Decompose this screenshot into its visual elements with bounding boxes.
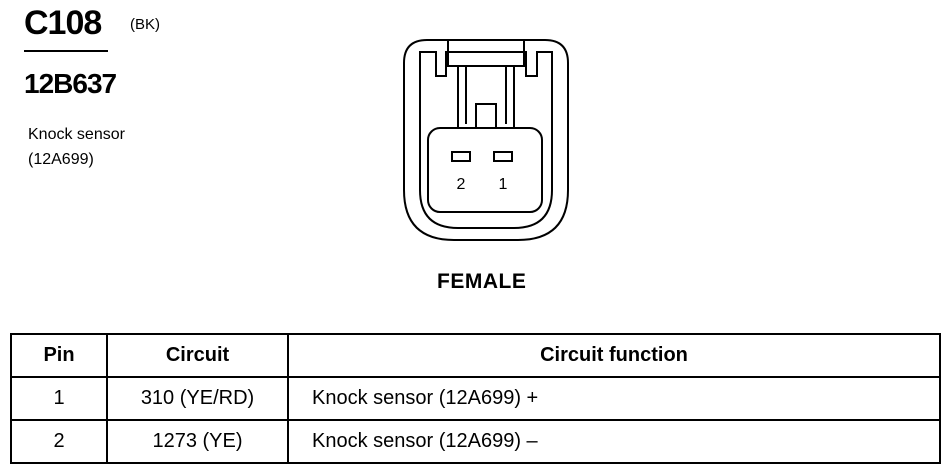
description-line-2: (12A699) bbox=[28, 151, 94, 168]
circuit-cell: 310 (YE/RD) bbox=[106, 376, 289, 421]
connector-outer-shell bbox=[403, 39, 569, 241]
connector-color: (BK) bbox=[130, 16, 160, 33]
cavity-2 bbox=[451, 151, 471, 162]
circuit-cell: 1273 (YE) bbox=[106, 419, 289, 464]
pin-cell: 2 bbox=[10, 419, 108, 464]
table-row: 2 1273 (YE) Knock sensor (12A699) – bbox=[10, 419, 941, 464]
column-header-pin: Pin bbox=[10, 333, 108, 378]
table-row: 1 310 (YE/RD) Knock sensor (12A699) + bbox=[10, 376, 941, 421]
part-number: 12B637 bbox=[24, 68, 117, 99]
connector-gender-label: FEMALE bbox=[437, 270, 527, 293]
locking-tab-inner bbox=[465, 66, 507, 124]
cavity-label-1: 1 bbox=[499, 176, 508, 193]
circuit-function-cell: Knock sensor (12A699) – bbox=[287, 419, 941, 464]
column-header-circuit: Circuit bbox=[106, 333, 289, 378]
terminal-face bbox=[427, 127, 543, 213]
locking-tab-window bbox=[475, 103, 497, 129]
pin-cell: 1 bbox=[10, 376, 108, 421]
circuit-function-cell: Knock sensor (12A699) + bbox=[287, 376, 941, 421]
locking-tab-channel bbox=[457, 66, 515, 128]
cavity-1 bbox=[493, 151, 513, 162]
header-divider bbox=[24, 50, 108, 52]
column-header-circuit-function: Circuit function bbox=[287, 333, 941, 378]
pin-table: Pin Circuit Circuit function 1 310 (YE/R… bbox=[10, 333, 941, 464]
locking-tab bbox=[447, 40, 525, 67]
description-line-1: Knock sensor bbox=[28, 126, 125, 143]
connector-inner-shell bbox=[419, 51, 553, 229]
connector-id: C108 bbox=[24, 4, 102, 42]
table-header-row: Pin Circuit Circuit function bbox=[10, 333, 941, 378]
cavity-label-2: 2 bbox=[457, 176, 466, 193]
